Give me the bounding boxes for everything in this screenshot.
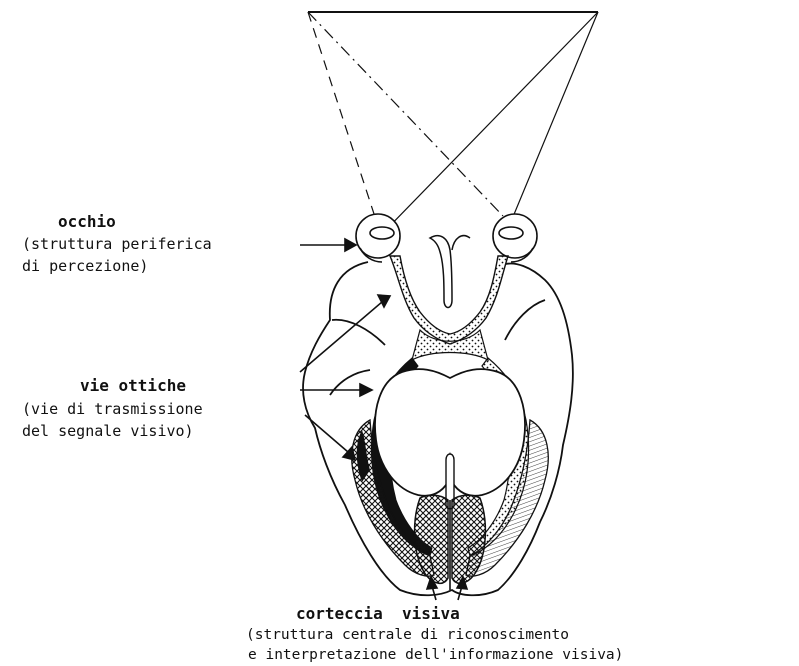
eye-label-title: occhio: [58, 214, 116, 230]
visual-cortex-label-line2: e interpretazione dell'informazione visi…: [248, 648, 623, 663]
longitudinal-fissure: [430, 236, 470, 308]
visual-cortex-label-title: corteccia visiva: [296, 606, 460, 622]
optic-paths-label-line1: (vie di trasmissione: [22, 402, 203, 417]
optic-paths-label-title: vie ottiche: [80, 378, 186, 394]
right-eye: [493, 214, 537, 262]
left-eye: [356, 214, 400, 262]
eye-label-line2: di percezione): [22, 259, 148, 274]
eye-arrow: [300, 239, 356, 251]
eye-label-line1: (struttura periferica: [22, 237, 212, 252]
visual-field: [308, 12, 598, 236]
optic-paths-label-line2: del segnale visivo): [22, 424, 194, 439]
visual-cortex-label-line1: (struttura centrale di riconoscimento: [246, 628, 569, 643]
